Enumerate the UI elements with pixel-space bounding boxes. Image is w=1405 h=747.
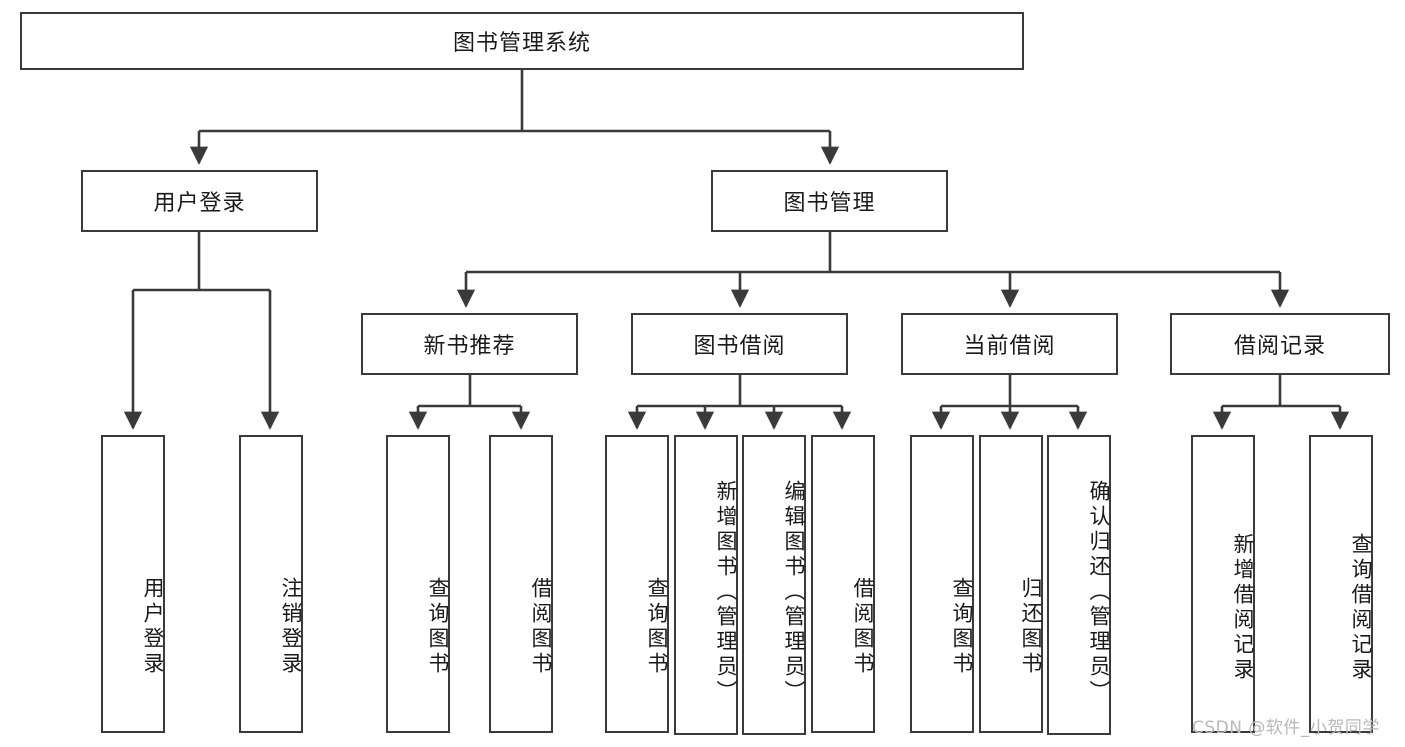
- node-label: 借阅图书: [851, 577, 875, 677]
- node-label: 新增图书（管理员）: [714, 479, 738, 705]
- leaf-borrow-record-query-record[interactable]: 查询借阅记录: [1309, 435, 1373, 733]
- node-label: 当前借阅: [963, 334, 1056, 359]
- leaf-current-borrow-query-book[interactable]: 查询图书: [910, 435, 974, 733]
- node-label: 图书借阅: [693, 334, 786, 359]
- node-label: 注销登录: [279, 577, 303, 677]
- leaf-new-book-borrow-book[interactable]: 借阅图书: [489, 435, 553, 733]
- leaf-book-borrow-add-book-admin[interactable]: 新增图书（管理员）: [674, 435, 738, 735]
- leaf-new-book-query-book[interactable]: 查询图书: [386, 435, 450, 733]
- node-label: 用户登录: [141, 577, 165, 677]
- node-label: 查询借阅记录: [1349, 532, 1373, 683]
- leaf-book-borrow-edit-book-admin[interactable]: 编辑图书（管理员）: [742, 435, 806, 735]
- csdn-watermark: CSDN @软件_小贺同学: [1192, 718, 1380, 738]
- leaf-book-borrow-borrow-book[interactable]: 借阅图书: [811, 435, 875, 733]
- node-current-borrow[interactable]: 当前借阅: [901, 313, 1118, 375]
- node-label: 图书管理系统: [452, 31, 591, 56]
- node-label: 新增借阅记录: [1231, 532, 1255, 683]
- node-label: 新书推荐: [423, 334, 516, 359]
- node-user-login[interactable]: 用户登录: [81, 170, 318, 232]
- node-label: 查询图书: [426, 577, 450, 677]
- node-label: 借阅图书: [529, 577, 553, 677]
- node-label: 编辑图书（管理员）: [782, 479, 806, 705]
- leaf-current-borrow-return-book[interactable]: 归还图书: [979, 435, 1043, 733]
- node-label: 借阅记录: [1233, 334, 1326, 359]
- node-label: 图书管理: [783, 191, 876, 216]
- leaf-book-borrow-query-book[interactable]: 查询图书: [605, 435, 669, 733]
- node-book-borrow[interactable]: 图书借阅: [631, 313, 848, 375]
- node-new-book-recommend[interactable]: 新书推荐: [361, 313, 578, 375]
- leaf-user-login-logout[interactable]: 注销登录: [239, 435, 303, 733]
- node-label: 确认归还（管理员）: [1087, 479, 1111, 705]
- leaf-current-borrow-confirm-return-admin[interactable]: 确认归还（管理员）: [1047, 435, 1111, 735]
- node-label: 查询图书: [950, 577, 974, 677]
- leaf-user-login-login[interactable]: 用户登录: [101, 435, 165, 733]
- node-root-book-management-system[interactable]: 图书管理系统: [20, 12, 1024, 70]
- leaf-borrow-record-add-record[interactable]: 新增借阅记录: [1191, 435, 1255, 733]
- node-label: 查询图书: [645, 577, 669, 677]
- node-borrow-record[interactable]: 借阅记录: [1170, 313, 1390, 375]
- node-book-management[interactable]: 图书管理: [711, 170, 948, 232]
- node-label: 用户登录: [153, 191, 246, 216]
- node-label: 归还图书: [1019, 577, 1043, 677]
